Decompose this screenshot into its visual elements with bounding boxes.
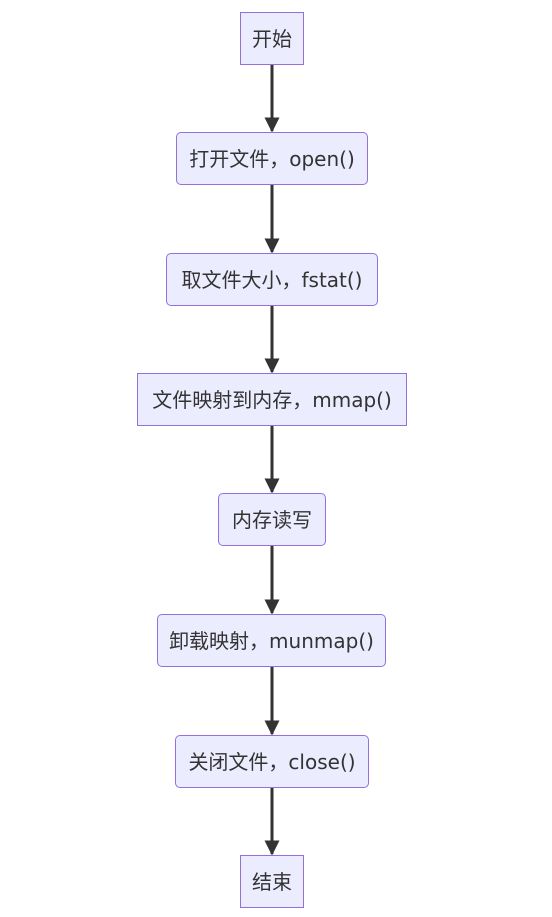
node-open-file-label: 打开文件，open() xyxy=(189,146,355,171)
node-start-label: 开始 xyxy=(252,26,292,51)
node-unmap-label: 卸载映射，munmap() xyxy=(169,628,374,653)
node-memory-read-write: 内存读写 xyxy=(218,493,326,546)
node-map-file-to-memory-label: 文件映射到内存，mmap() xyxy=(152,387,392,412)
node-open-file: 打开文件，open() xyxy=(176,132,368,185)
node-close-file: 关闭文件，close() xyxy=(175,735,369,788)
node-map-file-to-memory: 文件映射到内存，mmap() xyxy=(137,373,407,426)
node-close-file-label: 关闭文件，close() xyxy=(188,749,356,774)
node-memory-read-write-label: 内存读写 xyxy=(232,507,312,532)
node-end: 结束 xyxy=(240,855,304,908)
node-end-label: 结束 xyxy=(252,869,292,894)
node-get-file-size-label: 取文件大小，fstat() xyxy=(181,267,363,292)
node-start: 开始 xyxy=(240,12,304,65)
node-get-file-size: 取文件大小，fstat() xyxy=(166,253,378,306)
node-unmap: 卸载映射，munmap() xyxy=(157,614,386,667)
